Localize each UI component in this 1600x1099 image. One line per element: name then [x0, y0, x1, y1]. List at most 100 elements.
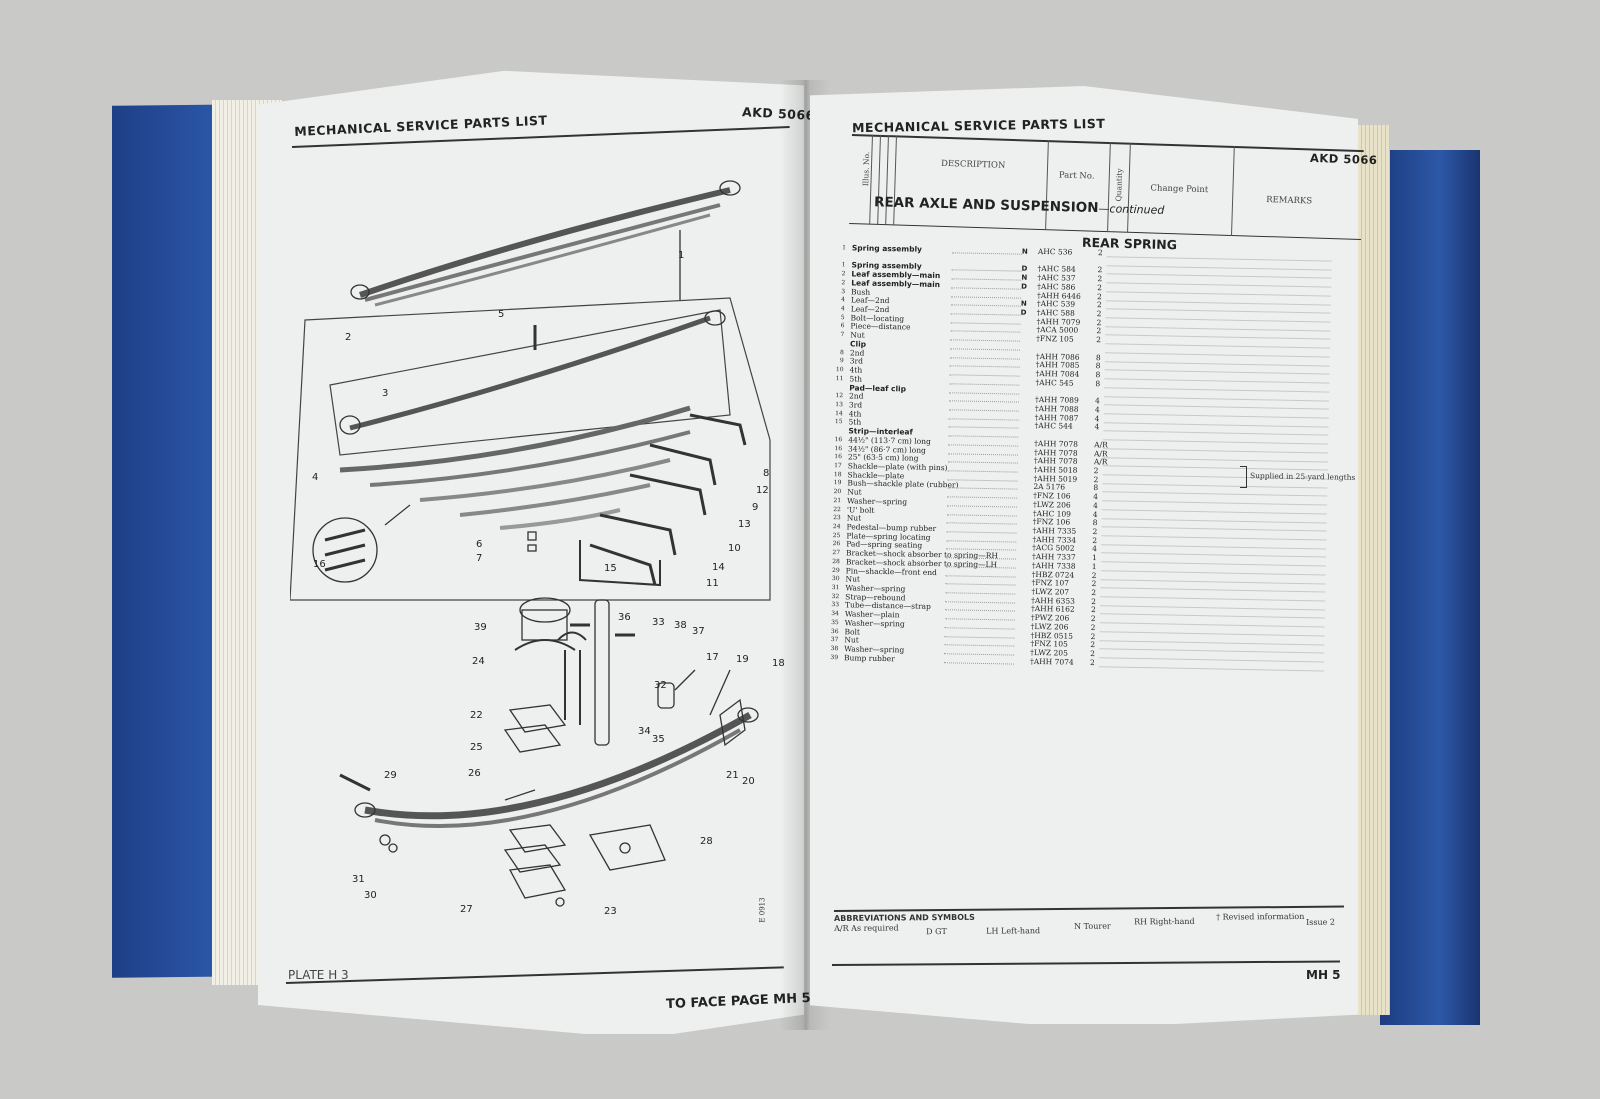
callout-19: 19 [736, 654, 749, 665]
callout-37: 37 [692, 626, 705, 637]
callout-25: 25 [470, 742, 483, 753]
col-part-no: Part No. [1058, 170, 1095, 182]
quantity: 2 [1096, 335, 1102, 345]
illus-number: 11 [835, 374, 844, 383]
illus-number: 37 [830, 636, 839, 644]
illus-number: 8 [840, 348, 844, 356]
illus-number: 35 [831, 618, 839, 627]
illus-number: 16 [834, 453, 842, 461]
abbr-gt: D GT [926, 927, 947, 937]
section-continued: —continued [1098, 202, 1165, 217]
illus-number: 22 [833, 505, 841, 513]
callout-23: 23 [604, 906, 617, 917]
model-code: N [1020, 299, 1027, 309]
callout-27: 27 [460, 904, 473, 915]
illus-number: 6 [840, 322, 845, 330]
callout-8: 8 [763, 468, 770, 479]
callout-1: 1 [678, 250, 685, 261]
model-code: N [1021, 273, 1028, 282]
illus-number: 23 [833, 514, 841, 522]
col-change-point: Change Point [1150, 183, 1209, 196]
callout-11: 11 [706, 578, 719, 589]
callout-12: 12 [756, 485, 769, 496]
illus-number: 15 [834, 418, 843, 426]
illus-number: 21 [833, 496, 842, 505]
illus-number: 2 [841, 270, 846, 278]
callout-24: 24 [472, 656, 485, 667]
illus-number: 5 [840, 313, 845, 322]
callout-33: 33 [652, 617, 665, 628]
page-number: MH 5 [1306, 968, 1341, 982]
illus-number: 1 [841, 261, 846, 269]
col-quantity: Quantity [1113, 168, 1125, 202]
illus-number: 29 [832, 566, 840, 574]
col-description: DESCRIPTION [940, 158, 1006, 171]
illus-number: 18 [833, 470, 842, 478]
abbr-revised: † Revised information [1216, 911, 1305, 922]
model-code: D [1020, 308, 1027, 317]
callout-3: 3 [382, 388, 389, 399]
callout-30: 30 [364, 890, 377, 901]
callout-18: 18 [772, 658, 785, 669]
callout-38: 38 [674, 620, 687, 631]
illus-number: 33 [831, 601, 840, 609]
abbreviations-title: ABBREVIATIONS AND SYMBOLS [834, 912, 975, 923]
callout-13: 13 [738, 519, 751, 530]
illus-number: 16 [834, 435, 843, 444]
illus-number: 7 [840, 331, 845, 339]
callout-14: 14 [712, 562, 725, 573]
illus-number: 13 [835, 401, 843, 409]
column-header-box: Illus. No. DESCRIPTION Part No. Quantity… [849, 134, 1364, 241]
quantity: 8 [1095, 378, 1101, 388]
illus-number: 3 [841, 287, 846, 295]
illus-number: 4 [841, 296, 845, 304]
quantity: 2 [1089, 657, 1095, 667]
callout-28: 28 [700, 836, 713, 847]
illus-number: 4 [840, 305, 845, 313]
remark-bracket [1240, 466, 1247, 488]
illus-number: 26 [832, 540, 841, 548]
model-code: D [1021, 282, 1028, 291]
illus-number: 30 [831, 575, 840, 583]
quantity: 4 [1094, 422, 1100, 432]
col-remarks: REMARKS [1265, 195, 1313, 207]
callout-9: 9 [752, 502, 759, 513]
abbr-right-hand: RH Right-hand [1134, 916, 1195, 927]
illus-number: 12 [835, 392, 844, 400]
callout-20: 20 [742, 776, 755, 787]
callout-22: 22 [470, 710, 483, 721]
illus-number: 32 [831, 592, 840, 600]
callout-26: 26 [468, 768, 481, 779]
abbr-tourer: N Tourer [1074, 921, 1111, 931]
rear-spring-exploded-diagram [290, 180, 771, 907]
illus-number: 25 [832, 531, 841, 539]
illus-number: 1 [842, 244, 846, 252]
illus-number: 2 [841, 279, 846, 287]
callout-10: 10 [728, 543, 741, 554]
left-page [258, 70, 804, 1034]
illus-number: 19 [833, 479, 842, 487]
illus-number: 31 [831, 584, 840, 592]
callout-39: 39 [474, 622, 487, 633]
illus-number: 17 [834, 462, 842, 470]
model-code: D [1021, 265, 1028, 274]
callout-21: 21 [726, 770, 739, 781]
illus-number: 27 [832, 549, 841, 557]
callout-4: 4 [312, 472, 319, 483]
illus-number: 28 [832, 557, 840, 566]
callout-32: 32 [654, 680, 667, 691]
remark-supplied-note: Supplied in 25-yard lengths [1249, 471, 1356, 482]
right-page [810, 86, 1358, 1024]
callout-35: 35 [652, 734, 665, 745]
illus-number: 39 [830, 653, 839, 661]
abbr-as-required: A/R As required [834, 923, 899, 933]
illus-number: 10 [835, 366, 844, 374]
illus-number: 20 [833, 488, 842, 496]
callout-31: 31 [352, 874, 365, 885]
drawing-reference: E 0913 [758, 897, 767, 923]
dot-leader [943, 662, 1014, 665]
part-description: Bump rubber [843, 653, 895, 664]
illus-number: 9 [839, 357, 844, 365]
